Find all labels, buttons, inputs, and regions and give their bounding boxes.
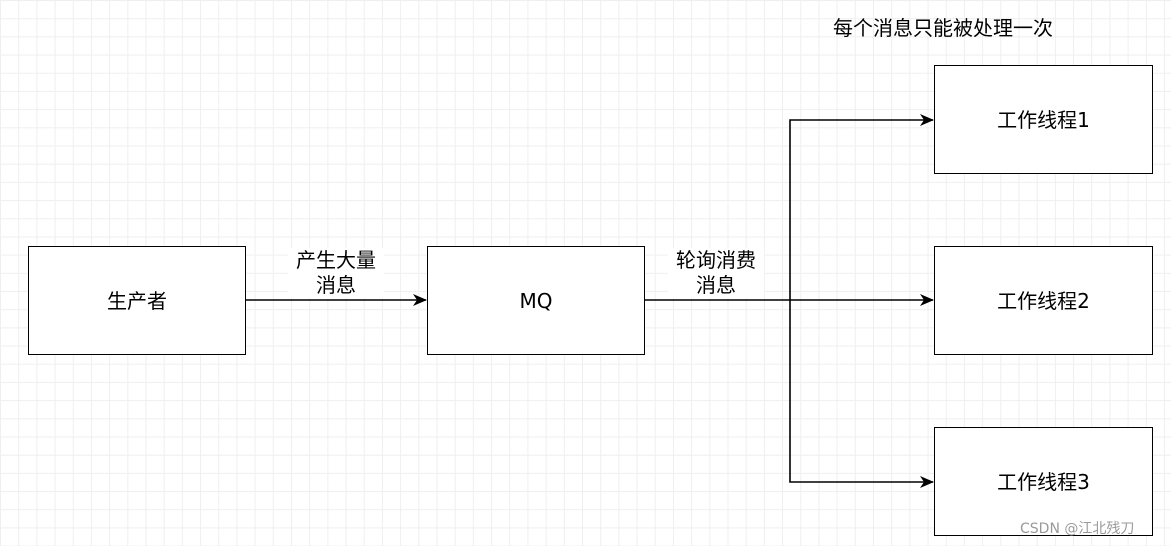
worker1-node[interactable]: 工作线程1 <box>934 65 1153 174</box>
produce-edge-label-line1: 产生大量 <box>296 248 376 272</box>
worker2-label: 工作线程2 <box>997 288 1090 313</box>
mq-node[interactable]: MQ <box>427 246 645 355</box>
edge-mq-to-worker3 <box>789 300 934 488</box>
consume-edge-label-line2: 消息 <box>696 273 736 297</box>
edge-mq-to-worker1 <box>789 114 934 300</box>
worker3-label: 工作线程3 <box>997 469 1090 494</box>
produce-edge-label-line2: 消息 <box>316 273 356 297</box>
consume-edge-label: 轮询消费 消息 <box>668 248 764 298</box>
worker1-label: 工作线程1 <box>997 107 1090 132</box>
producer-node[interactable]: 生产者 <box>28 246 246 355</box>
processing-note: 每个消息只能被处理一次 <box>833 16 1053 40</box>
worker3-node[interactable]: 工作线程3 <box>934 427 1153 536</box>
produce-edge-label: 产生大量 消息 <box>288 248 384 298</box>
watermark-text: CSDN @江北残刀 <box>1020 521 1135 537</box>
consume-edge-label-line1: 轮询消费 <box>676 248 756 272</box>
worker2-node[interactable]: 工作线程2 <box>934 246 1153 355</box>
producer-label: 生产者 <box>107 288 167 313</box>
mq-label: MQ <box>519 288 553 313</box>
